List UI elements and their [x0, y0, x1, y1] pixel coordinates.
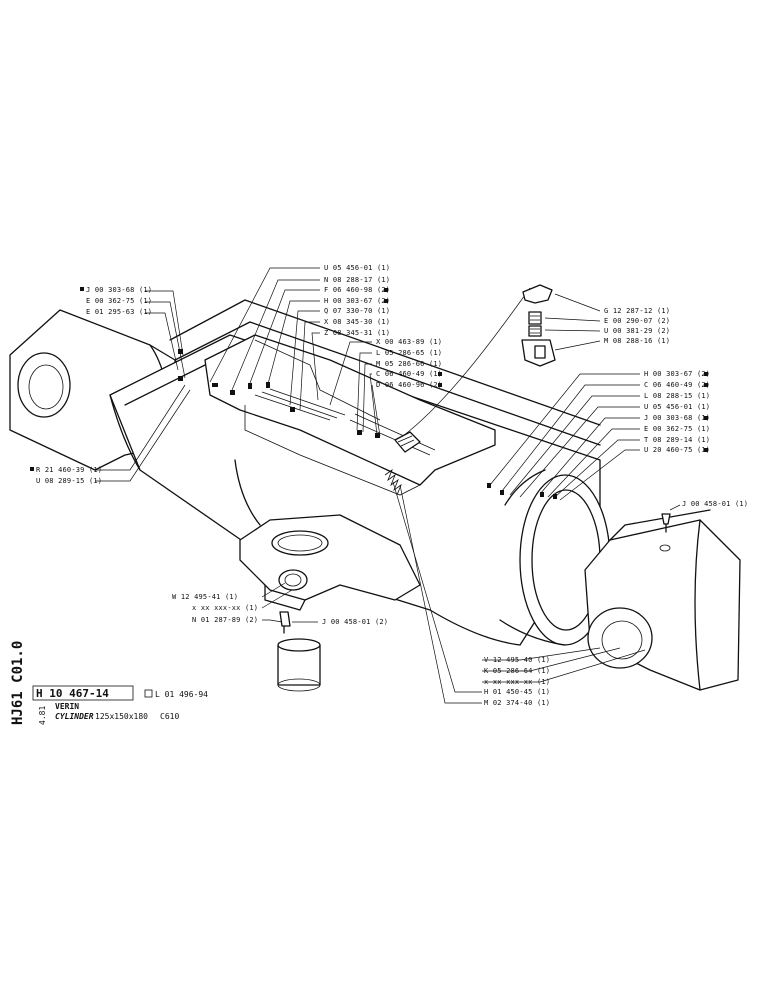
label-U-05456-01-right: U 05 456-01 (1) [644, 403, 710, 411]
valve-exploded-parts [521, 284, 556, 367]
label-N-08288-17: N 08 288-17 (1) [324, 276, 390, 284]
name-fr: VERIN [55, 702, 79, 711]
label-M-08288-16: M 08 288-16 (1) [604, 337, 670, 345]
trunnion-block [234, 459, 421, 611]
part-labels: J 00 303-68 (1) E 00 362-75 (1) E 01 295… [30, 264, 748, 707]
label-W-12495-41: W 12 495-41 (1) [172, 593, 238, 601]
grease-nipple-right [661, 513, 671, 533]
label-J-00303-68-right: J 00 303-68 (1) [644, 414, 710, 422]
label-K-05286-64: K 05 286-64 (1) [484, 667, 550, 675]
label-E-00362-75-left: E 00 362-75 (1) [86, 297, 152, 305]
seal-parts [178, 349, 557, 499]
label-N-01287-89: N 01 287-89 (2) [192, 616, 258, 624]
bushing-parts [277, 611, 321, 692]
label-D-06460-96: D 06 460-96 (2) [376, 381, 442, 389]
label-X-08345-30: X 08 345-30 (1) [324, 318, 390, 326]
model: C610 [160, 712, 179, 721]
label-J-00458-01-right: J 00 458-01 (1) [682, 500, 748, 508]
label-C-06460-49-top: C 06 460-49 (1) [376, 370, 442, 378]
leader-lines [95, 267, 681, 704]
label-J-00303-68-left: J 00 303-68 (1) [86, 286, 152, 294]
label-U-00381-29: U 00 381-29 (2) [604, 327, 670, 335]
label-C-06460-49-right: C 06 460-49 (2) [644, 381, 710, 389]
label-E-01295-63: E 01 295-63 (1) [86, 308, 152, 316]
label-Z-08345-31: Z 08 345-31 (1) [324, 329, 390, 337]
dimensions: 125x150x180 [95, 712, 148, 721]
label-xx-right: x xx xxx-xx (1) [484, 678, 550, 686]
label-G-12287-12: G 12 287-12 (1) [604, 307, 670, 315]
drawing-number: H 10 467-14 [36, 687, 109, 700]
revision: 4.81 [38, 706, 47, 725]
label-U-05456-01-top: U 05 456-01 (1) [324, 264, 390, 272]
label-J-00458-01-bottom: J 00 458-01 (2) [322, 618, 388, 626]
label-U-20460-75: U 20 460-75 (1) [644, 446, 710, 454]
label-Q-07330-70: Q 07 330-70 (1) [324, 307, 390, 315]
label-V-12495-40: V 12 495-40 (1) [484, 656, 550, 664]
label-M-05286-66: M 05 286-66 (1) [376, 360, 442, 368]
label-L-05286-65: L 05 286-65 (1) [376, 349, 442, 357]
label-X-00463-89: X 00 463-89 (1) [376, 338, 442, 346]
label-T-08289-14: T 08 289-14 (1) [644, 436, 710, 444]
label-xx-left: x xx xxx-xx (1) [192, 604, 258, 612]
name-en: CYLINDER [55, 712, 94, 721]
label-L-08288-15: L 08 288-15 (1) [644, 392, 710, 400]
label-U-08289-15: U 08 289-15 (1) [36, 477, 102, 485]
label-E-00290-07: E 00 290-07 (2) [604, 317, 670, 325]
side-code: HJ61 C01.0 [10, 641, 26, 725]
label-H-01450-45: H 01 450-45 (1) [484, 688, 550, 696]
label-R-21460-39: R 21 460-39 (1) [36, 466, 102, 474]
label-H-00303-67-right: H 00 303-67 (2) [644, 370, 710, 378]
label-F-06460-98: F 06 460-98 (2) [324, 286, 390, 294]
label-H-00303-67-top: H 00 303-67 (2) [324, 297, 390, 305]
label-M-02374-40: M 02 374-40 (1) [484, 699, 550, 707]
spring [384, 468, 402, 496]
reference-number: L 01 496-94 [155, 690, 208, 699]
cylinder-barrel [109, 299, 601, 646]
label-E-00362-75-right: E 00 362-75 (1) [644, 425, 710, 433]
check-valve-detail [394, 287, 531, 453]
title-block: HJ61 C01.0 H 10 467-14 L 01 496-94 4.81 … [10, 641, 208, 725]
